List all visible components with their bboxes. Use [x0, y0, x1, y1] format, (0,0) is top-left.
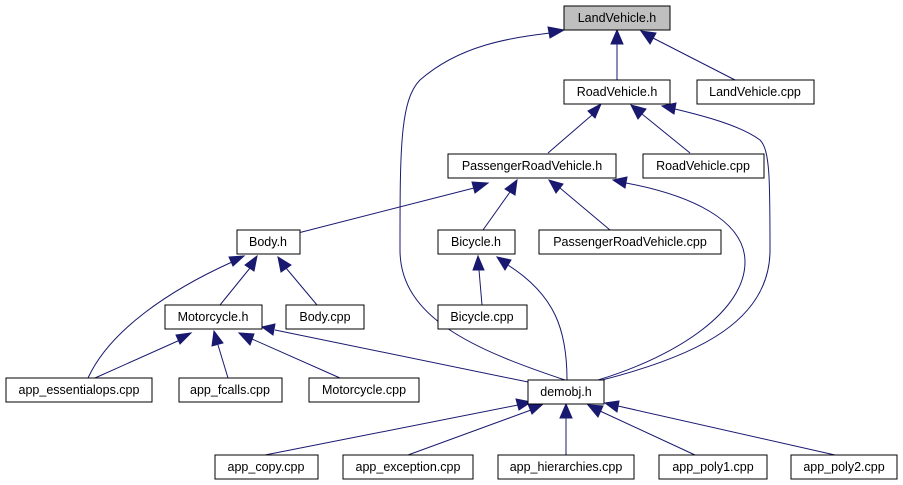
- edge-demobj-h-to-landvehicle-h: [399, 26, 566, 381]
- node-landvehicle-h[interactable]: LandVehicle.h: [563, 5, 671, 31]
- node-roadvehicle-h[interactable]: RoadVehicle.h: [563, 79, 671, 105]
- edge-passengerroadvehicle-cpp-to-passengerroadvehicle-h: [547, 179, 611, 231]
- edge-demobj-h-to-passengerroadvehicle-h: [597, 176, 746, 381]
- node-label: RoadVehicle.h: [577, 85, 658, 99]
- node-label: demobj.h: [540, 385, 591, 399]
- edge-roadvehicle-h-to-landvehicle-h: [610, 28, 624, 80]
- edge-body-h-to-passengerroadvehicle-h: [297, 181, 490, 234]
- node-label: Bicycle.cpp: [450, 310, 513, 324]
- node-passengerroadvehicle-h[interactable]: PassengerRoadVehicle.h: [447, 153, 617, 179]
- node-body-cpp[interactable]: Body.cpp: [285, 304, 365, 330]
- node-label: LandVehicle.h: [578, 11, 657, 25]
- node-roadvehicle-cpp[interactable]: RoadVehicle.cpp: [642, 153, 765, 179]
- edge-landvehicle-cpp-to-landvehicle-h: [639, 30, 736, 81]
- node-label: Bicycle.h: [451, 235, 501, 249]
- node-label: app_copy.cpp: [228, 460, 305, 474]
- edge-bicycle-h-to-passengerroadvehicle-h: [482, 178, 518, 231]
- node-label: app_poly2.cpp: [803, 460, 884, 474]
- edge-app-essentialops-cpp-to-motorcycle-h: [94, 332, 193, 379]
- node-label: RoadVehicle.cpp: [656, 159, 750, 173]
- edge-app-poly2-cpp-to-demobj-h: [603, 400, 836, 456]
- node-label: Body.cpp: [299, 310, 350, 324]
- node-label: app_poly1.cpp: [672, 460, 753, 474]
- node-label: PassengerRoadVehicle.cpp: [553, 235, 707, 249]
- edge-demobj-h-to-motorcycle-h: [260, 323, 529, 383]
- edge-app-exception-cpp-to-demobj-h: [407, 403, 545, 456]
- node-label: Motorcycle.h: [178, 310, 249, 324]
- node-app-fcalls-cpp[interactable]: app_fcalls.cpp: [178, 377, 283, 403]
- nodes: LandVehicle.h RoadVehicle.h LandVehicle.…: [5, 5, 898, 480]
- edge-motorcycle-cpp-to-motorcycle-h: [237, 332, 341, 379]
- edge-passengerroadvehicle-h-to-roadvehicle-h: [547, 102, 603, 154]
- edge-motorcycle-h-to-body-h: [219, 254, 258, 306]
- node-label: app_fcalls.cpp: [190, 383, 270, 397]
- edge-app-hierarchies-cpp-to-demobj-h: [559, 402, 573, 455]
- node-app-exception-cpp[interactable]: app_exception.cpp: [342, 454, 474, 480]
- node-label: Body.h: [249, 235, 287, 249]
- node-label: app_hierarchies.cpp: [510, 460, 623, 474]
- node-app-hierarchies-cpp[interactable]: app_hierarchies.cpp: [497, 454, 635, 480]
- node-label: Motorcycle.cpp: [322, 383, 406, 397]
- node-body-h[interactable]: Body.h: [236, 229, 301, 255]
- node-bicycle-h[interactable]: Bicycle.h: [437, 229, 516, 255]
- edge-demobj-h-to-bicycle-h: [495, 256, 568, 381]
- node-passengerroadvehicle-cpp[interactable]: PassengerRoadVehicle.cpp: [538, 229, 722, 255]
- edge-app-fcalls-cpp-to-motorcycle-h: [211, 329, 229, 379]
- node-motorcycle-h[interactable]: Motorcycle.h: [164, 304, 263, 330]
- edge-roadvehicle-cpp-to-roadvehicle-h: [630, 104, 691, 154]
- node-app-copy-cpp[interactable]: app_copy.cpp: [214, 454, 319, 480]
- node-app-essentialops-cpp[interactable]: app_essentialops.cpp: [5, 377, 153, 403]
- edge-app-copy-cpp-to-demobj-h: [264, 398, 533, 456]
- node-motorcycle-cpp[interactable]: Motorcycle.cpp: [308, 377, 420, 403]
- node-bicycle-cpp[interactable]: Bicycle.cpp: [437, 304, 528, 330]
- node-label: app_exception.cpp: [356, 460, 461, 474]
- node-app-poly2-cpp[interactable]: app_poly2.cpp: [790, 454, 898, 480]
- edge-body-cpp-to-body-h: [277, 255, 318, 306]
- node-landvehicle-cpp[interactable]: LandVehicle.cpp: [696, 79, 815, 105]
- node-label: LandVehicle.cpp: [709, 85, 801, 99]
- node-label: app_essentialops.cpp: [19, 383, 140, 397]
- node-app-poly1-cpp[interactable]: app_poly1.cpp: [658, 454, 768, 480]
- node-label: PassengerRoadVehicle.h: [462, 159, 602, 173]
- node-demobj-h[interactable]: demobj.h: [527, 379, 605, 405]
- edges: [87, 26, 836, 456]
- edge-app-essentialops-cpp-to-body-h: [87, 255, 246, 379]
- edge-bicycle-cpp-to-bicycle-h: [472, 254, 485, 306]
- edge-app-poly1-cpp-to-demobj-h: [586, 404, 696, 456]
